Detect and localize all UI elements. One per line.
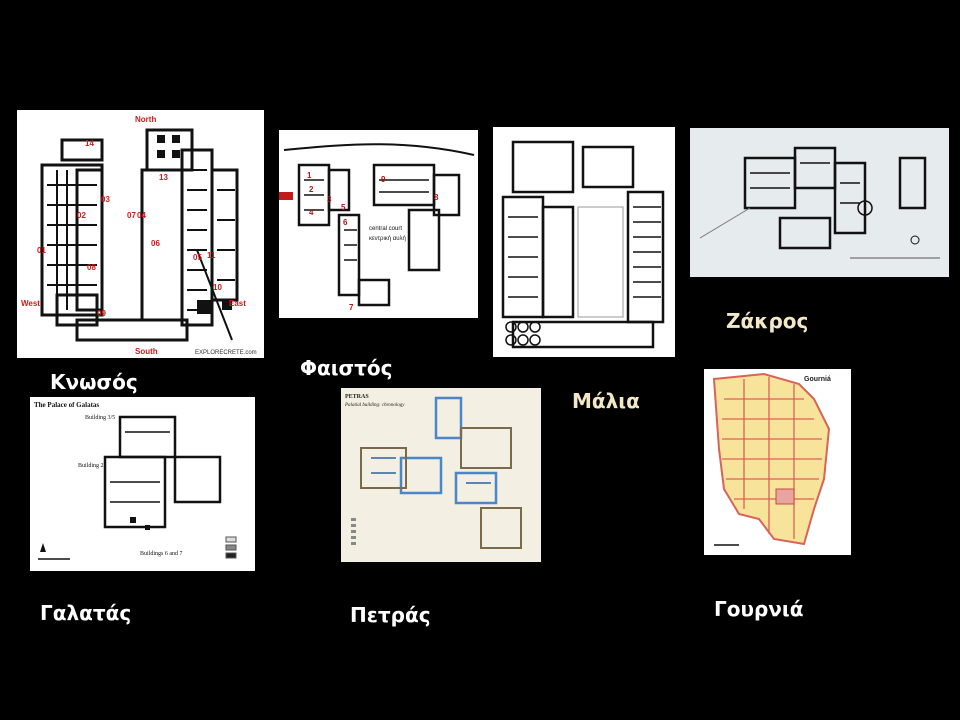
knossos-east-label: East [229,299,246,308]
knossos-room-09: 09 [97,309,106,318]
caption-phaistos: Φαιστός [300,356,393,380]
phaistos-room-6: 6 [343,218,348,227]
petras-floorplan-svg: PETRAS Palatial building: chronology [344,394,522,549]
phaistos-entrance-arrow [279,192,293,200]
knossos-room-03: 03 [101,195,110,204]
caption-gournia: Γουρνιά [714,597,804,621]
petras-title: PETRAS [345,394,369,400]
phaistos-room-9: 9 [381,175,386,184]
knossos-room-14: 14 [85,139,94,148]
galatas-title: The Palace of Galatas [34,401,99,409]
caption-knossos: Κνωσός [50,370,138,394]
caption-zakros: Ζάκρος [726,309,809,333]
knossos-room-02: 02 [77,211,86,220]
petras-subtitle: Palatial building: chronology [344,403,405,408]
petras-plan: PETRAS Palatial building: chronology [341,388,541,562]
knossos-west-label: West [21,299,40,308]
phaistos-room-8: 8 [434,193,439,202]
phaistos-room-3: 3 [327,195,332,204]
phaistos-room-2: 2 [309,185,314,194]
knossos-room-05: 05 [193,253,202,262]
knossos-credit: EXPLORECRETE.com [195,350,257,356]
knossos-floorplan-svg: North South East West 14 13 01 02 03 04 … [21,115,257,356]
gournia-plan: Gourniá [704,369,851,555]
knossos-room-10: 10 [213,283,222,292]
galatas-building-3-5-label: Building 3/5 [85,415,115,421]
knossos-room-13: 13 [159,173,168,182]
malia-plan [493,127,675,357]
phaistos-room-5: 5 [341,203,346,212]
phaistos-room-7: 7 [349,303,354,312]
caption-petras: Πετράς [350,603,431,627]
knossos-room-06: 06 [151,239,160,248]
zakros-floorplan-svg [699,146,940,259]
knossos-room-11: 11 [207,251,216,260]
galatas-buildings-6-7-label: Buildings 6 and 7 [140,551,183,557]
caption-galatas: Γαλατάς [40,601,132,625]
knossos-north-label: North [135,115,156,124]
caption-malia: Μάλια [572,389,640,413]
galatas-north-arrow-icon [40,543,46,552]
galatas-floorplan-svg: The Palace of Galatas Building 3/5 Build… [34,401,237,560]
phaistos-room-4: 4 [309,208,314,217]
knossos-room-07: 07 [127,211,136,220]
phaistos-central-court-greek-label: κεντρική αυλή [369,235,406,242]
knossos-room-08: 08 [87,263,96,272]
knossos-room-04: 04 [137,211,146,220]
galatas-plan: The Palace of Galatas Building 3/5 Build… [30,397,255,571]
gournia-title: Gourniá [804,376,831,383]
knossos-plan: North South East West 14 13 01 02 03 04 … [17,110,264,358]
zakros-plan [690,128,949,277]
galatas-building-2-label: Building 2 [78,463,104,469]
phaistos-room-1: 1 [307,171,312,180]
knossos-room-01: 01 [37,246,46,255]
knossos-south-label: South [135,347,158,356]
phaistos-central-court-label: central court [369,226,402,232]
malia-floorplan-svg [501,140,665,349]
gournia-floorplan-svg: Gourniá [712,372,831,546]
phaistos-floorplan-svg: 1 2 3 4 5 6 7 8 9 central court κεντρική… [279,143,475,312]
phaistos-plan: 1 2 3 4 5 6 7 8 9 central court κεντρική… [279,130,478,318]
zakros-north-arrow-icon [910,235,920,245]
